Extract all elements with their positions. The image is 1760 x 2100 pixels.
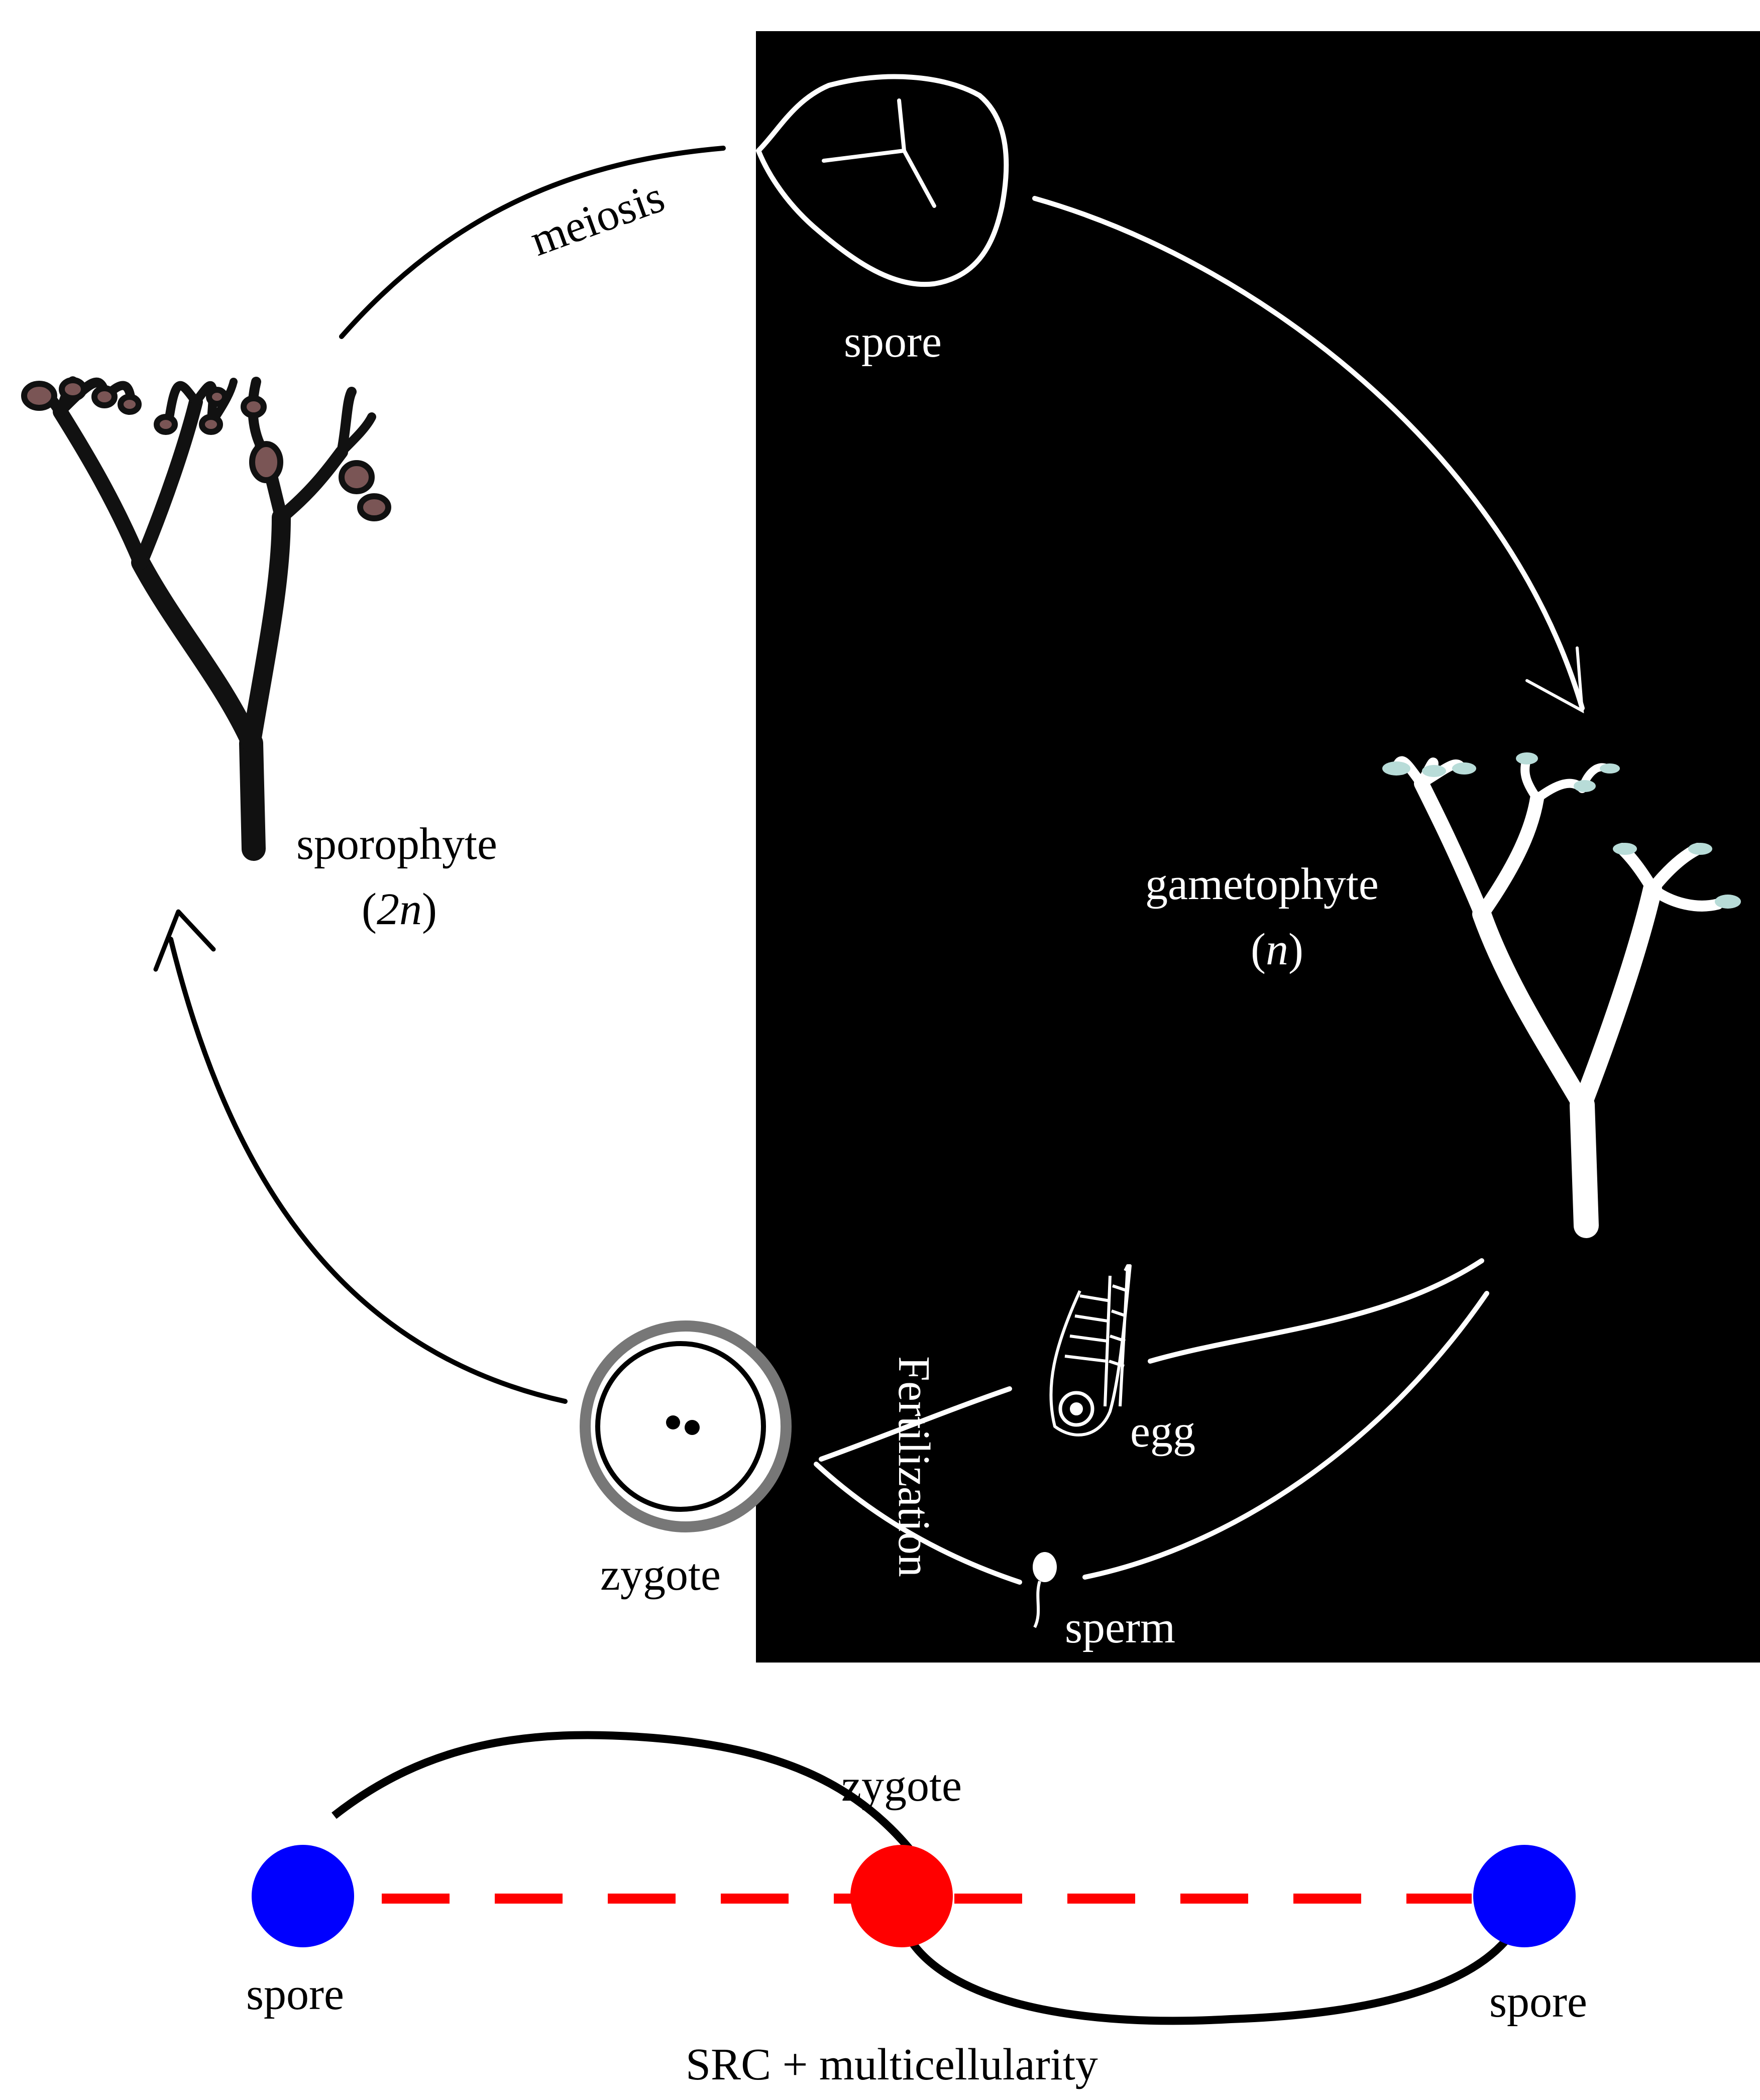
- sporophyte-plant-icon: [21, 376, 391, 861]
- sporophyte-ploidy-label: (2n): [362, 885, 437, 934]
- sporophyte-label: sporophyte: [296, 819, 497, 869]
- gametophyte-to-egg-line: [1148, 1258, 1484, 1364]
- egg-to-zygote-line: [819, 1386, 1012, 1462]
- bottom-zygote-label: zygote: [841, 1761, 962, 1811]
- bottom-spore-right-label: spore: [1489, 1977, 1587, 2027]
- zygote-to-sporophyte-arrow: [168, 937, 568, 1404]
- bottom-spore-left-label: spore: [246, 1969, 344, 2019]
- caption: SRC + multicellularity: [686, 2040, 1098, 2089]
- spore-icon: [756, 74, 1009, 287]
- src-schematic: zygote spore spore SRC + multicellularit…: [246, 1731, 1587, 2089]
- zygote-node: [850, 1845, 953, 1947]
- fertilization-label: Fertilization: [889, 1356, 939, 1577]
- spore-to-gametophyte-arrow: [1032, 196, 1585, 711]
- gametophyte-plant-icon: [1382, 752, 1741, 1238]
- spore-node-left: [252, 1845, 354, 1947]
- upper-arc: [332, 1731, 913, 1851]
- sperm-icon: [1033, 1552, 1057, 1628]
- zygote-cell-icon: [580, 1320, 792, 1532]
- gametophyte-to-sperm-line: [1082, 1291, 1489, 1580]
- gametophyte-ploidy-label: (n): [1251, 925, 1303, 974]
- meiosis-arrow: [339, 146, 726, 339]
- sperm-to-zygote-line: [814, 1462, 1022, 1585]
- spore-label: spore: [844, 317, 942, 367]
- sperm-label: sperm: [1065, 1603, 1175, 1652]
- zygote-label: zygote: [600, 1550, 721, 1600]
- gametophyte-label: gametophyte: [1145, 859, 1379, 909]
- lower-arc: [903, 1932, 1513, 2025]
- egg-label: egg: [1130, 1407, 1195, 1457]
- spore-node-right: [1473, 1845, 1576, 1947]
- zygote-to-sporophyte-arrowhead: [153, 909, 216, 972]
- spore-to-gametophyte-arrowhead: [1525, 646, 1584, 714]
- egg-archegonium-icon: [1049, 1264, 1132, 1436]
